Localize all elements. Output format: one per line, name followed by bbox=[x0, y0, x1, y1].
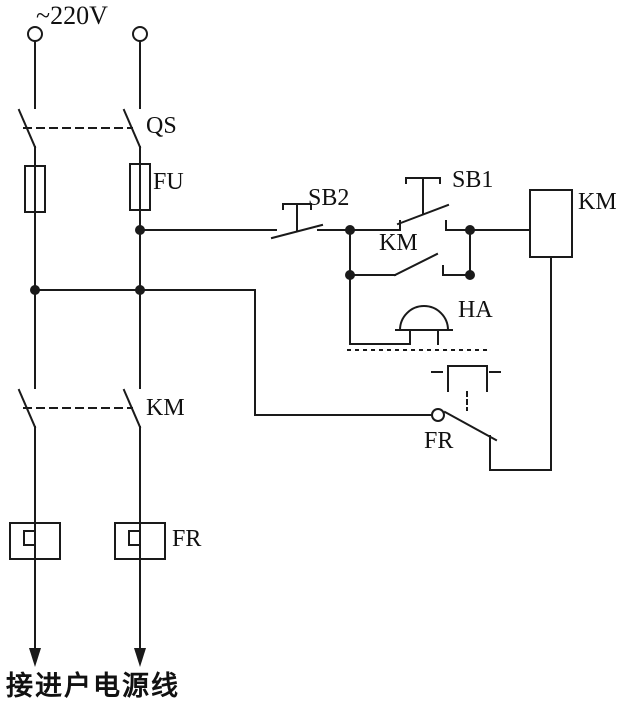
ha-label: HA bbox=[458, 297, 493, 323]
fr-contact-icon bbox=[431, 365, 501, 471]
fr-contact-label: FR bbox=[424, 428, 454, 454]
fuse-left-icon bbox=[24, 165, 46, 213]
fr-heater-label: FR bbox=[172, 526, 202, 552]
start-button-sb1-icon bbox=[396, 177, 450, 231]
stop-button-sb2-icon bbox=[270, 203, 324, 240]
km-main-label: KM bbox=[146, 395, 185, 421]
control-wire-return bbox=[30, 285, 432, 416]
supply-voltage-label: ~220V bbox=[36, 1, 108, 30]
power-terminal-right-icon bbox=[132, 26, 148, 42]
fuse-right-icon bbox=[129, 163, 151, 211]
fr-heater-right-icon bbox=[114, 522, 166, 560]
bell-ha-icon bbox=[347, 305, 493, 351]
qs-disconnect-switch-icon bbox=[17, 108, 142, 149]
outgoing-arrow-right-icon bbox=[134, 648, 146, 667]
sb1-label: SB1 bbox=[452, 167, 494, 193]
fr-heater-left-icon bbox=[9, 522, 61, 560]
caption-label: 接进户电源线 bbox=[6, 671, 180, 701]
fu-label: FU bbox=[153, 169, 184, 195]
km-coil-label: KM bbox=[578, 189, 617, 215]
control-wire-top bbox=[135, 225, 531, 235]
km-aux-contact-icon bbox=[345, 229, 475, 345]
qs-label: QS bbox=[146, 113, 177, 139]
outgoing-arrow-left-icon bbox=[29, 648, 41, 667]
km-main-contacts-icon bbox=[17, 388, 142, 429]
km-coil-icon bbox=[489, 189, 573, 471]
sb2-label: SB2 bbox=[308, 185, 350, 211]
km-aux-label: KM bbox=[379, 230, 418, 256]
